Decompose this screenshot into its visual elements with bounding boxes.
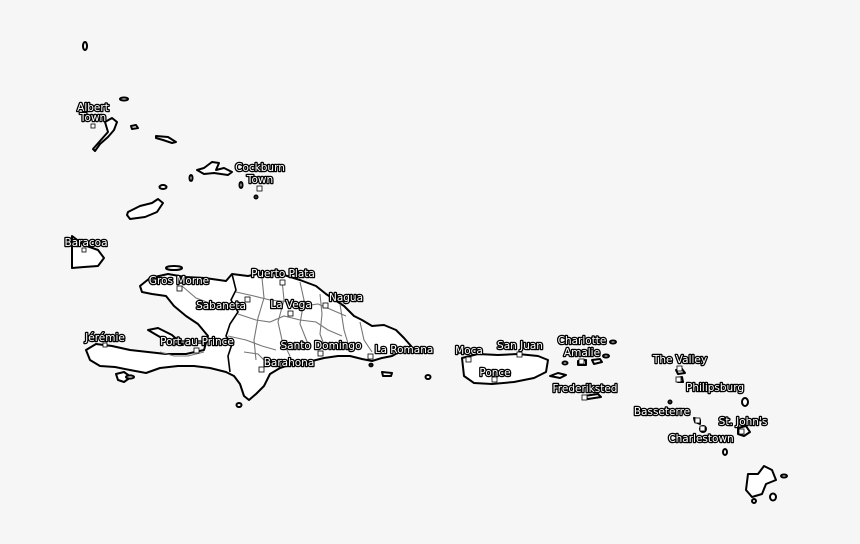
- city-nagua: Nagua: [322, 291, 364, 309]
- city-marker: [81, 247, 87, 253]
- cuba-east-tip: [71, 235, 105, 269]
- city-label: Sabaneta: [196, 300, 246, 312]
- city-label: La Romana: [375, 344, 434, 356]
- city-label: Charlestown: [668, 433, 733, 445]
- city-marker: [581, 394, 588, 401]
- city-label: Frederiksted: [553, 383, 618, 395]
- hispaniola: [85, 265, 412, 408]
- city-label: Moca: [455, 345, 483, 357]
- city-marker: [258, 366, 265, 373]
- city-marker: [578, 358, 585, 365]
- city-marker: [317, 350, 324, 357]
- city-marker: [738, 428, 745, 435]
- city-marker: [676, 365, 683, 372]
- city-marker: [465, 356, 472, 363]
- city-marker: [279, 279, 286, 286]
- city-label: Santo Domingo: [280, 340, 361, 352]
- city-label: Barahona: [264, 357, 315, 369]
- city-st-johns: St. John's: [717, 415, 769, 435]
- city-san-juan: San Juan: [496, 339, 544, 358]
- city-gros-morne: Gros Morne: [148, 274, 210, 292]
- city-label: Jérémie: [84, 332, 125, 344]
- city-marker: [675, 376, 682, 383]
- city-marker: [176, 285, 183, 292]
- city-label: Port-au-Prince: [160, 336, 234, 348]
- city-charlestown: Charlestown: [667, 425, 735, 446]
- bahamas-islands: [82, 41, 259, 220]
- city-sabaneta: Sabaneta: [195, 296, 251, 313]
- city-marker: [244, 296, 251, 303]
- city-jeremie: Jérémie: [83, 331, 126, 348]
- city-port-au-prince: Port-au-Prince: [159, 335, 235, 354]
- city-barahona: Barahona: [258, 356, 316, 373]
- city-la-romana: La Romana: [367, 343, 435, 360]
- city-marker: [516, 351, 523, 358]
- city-ponce: Ponce: [478, 366, 512, 383]
- city-label: Nagua: [329, 292, 363, 304]
- city-la-vega: La Vega: [269, 298, 313, 317]
- city-philipsburg: Philipsburg: [675, 376, 745, 395]
- city-santo-domingo: Santo Domingo: [279, 339, 363, 357]
- city-puerto-plata: Puerto Plata: [250, 267, 316, 286]
- city-label: San Juan: [497, 340, 543, 352]
- city-marker: [367, 353, 374, 360]
- city-frederiksted: Frederiksted: [551, 382, 619, 401]
- city-basseterre: Basseterre: [633, 405, 701, 424]
- city-baracoa: Baracoa: [63, 236, 109, 253]
- city-marker: [102, 342, 108, 348]
- city-marker: [256, 185, 263, 192]
- city-marker: [90, 123, 96, 129]
- city-label: Gros Morne: [149, 275, 209, 287]
- city-marker: [193, 347, 200, 354]
- city-label: St. John's: [719, 416, 768, 428]
- city-label: Ponce: [479, 367, 510, 379]
- city-label: La Vega: [270, 299, 312, 311]
- city-label: Baracoa: [64, 237, 107, 249]
- city-the-valley: The Valley: [651, 353, 708, 372]
- city-marker: [694, 417, 701, 424]
- city-label: Philipsburg: [686, 382, 744, 394]
- city-marker: [322, 302, 329, 309]
- city-marker: [491, 376, 498, 383]
- city-marker: [287, 310, 294, 317]
- city-label: The Valley: [652, 354, 707, 366]
- city-marker: [699, 425, 706, 432]
- city-label: Puerto Plata: [251, 268, 315, 280]
- puerto-rico: [424, 353, 567, 385]
- city-moca: Moca: [454, 344, 484, 363]
- city-label: Basseterre: [634, 406, 690, 418]
